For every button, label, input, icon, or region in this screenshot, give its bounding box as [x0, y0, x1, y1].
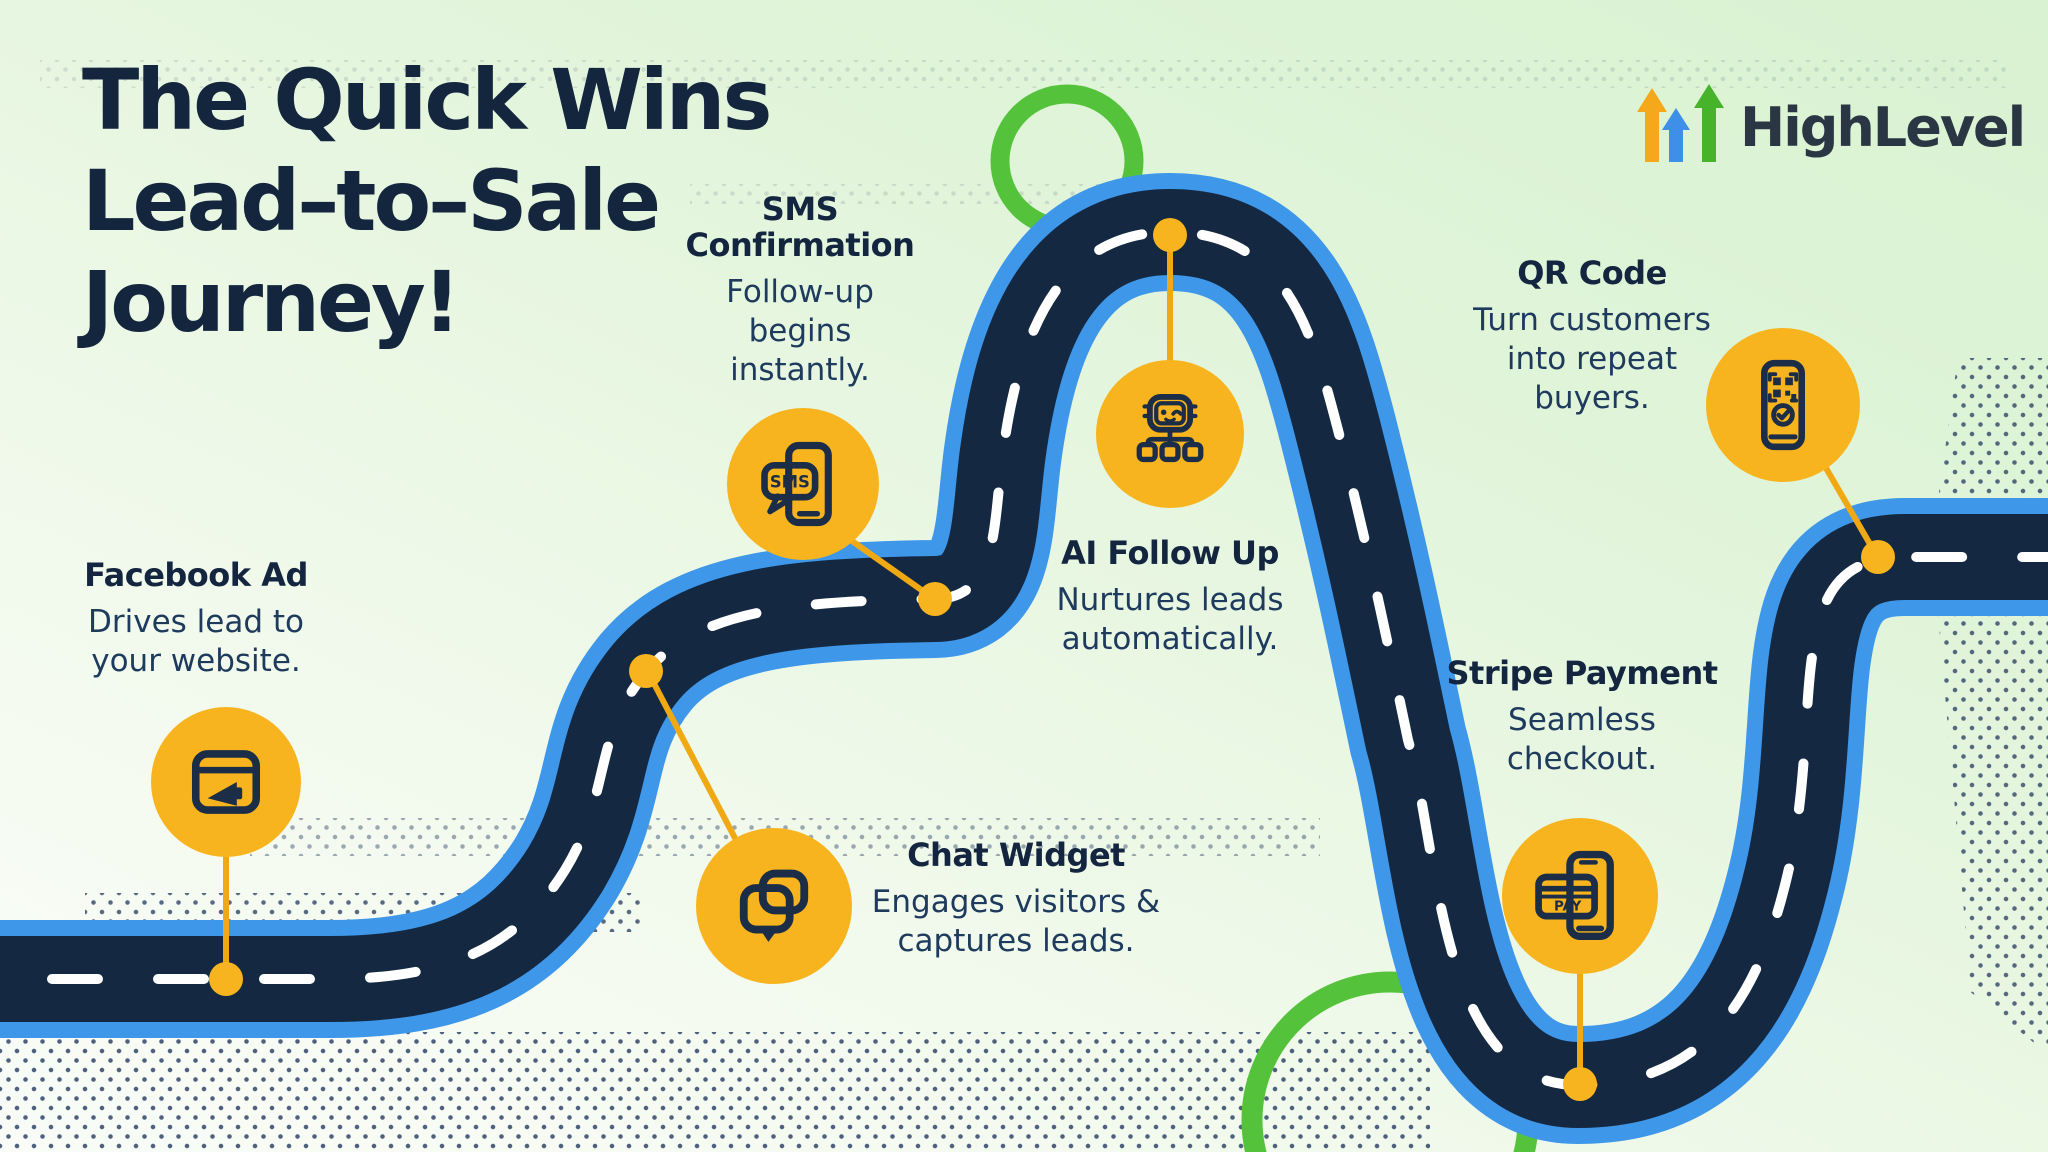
logo-brand-text: HighLevel [1740, 96, 2026, 159]
highlevel-logo: HighLevel [1636, 82, 2026, 162]
halftone-strip-sms [690, 184, 1190, 204]
milestone-dot-qr-code [1861, 540, 1895, 574]
facebook-ad-icon-circle [151, 707, 301, 857]
pay-icon-label: PAY [1554, 900, 1582, 915]
halftone-strip-top [40, 60, 2010, 88]
milestone-sms-confirmation-title: SMS Confirmation [685, 190, 915, 264]
stripe-payment-icon-circle: PAY [1502, 818, 1658, 974]
connector-sms-confirmation [849, 538, 933, 599]
qr-code-icon-circle [1706, 328, 1860, 482]
halftone-patch-bottom-left [0, 1032, 1430, 1152]
page-title-line-2: Lead–to–Sale [82, 151, 661, 250]
phone-card-icon: PAY [1535, 850, 1614, 940]
robot-flowchart-icon [1136, 393, 1204, 463]
milestone-chat-widget-title: Chat Widget [907, 836, 1125, 874]
ai-follow-up-icon-circle [1096, 360, 1244, 508]
milestone-ai-follow-up: AI Follow Up Nurtures leads automaticall… [1005, 534, 1335, 659]
milestone-qr-code-body: Turn customers into repeat buyers. [1473, 301, 1711, 416]
milestone-chat-widget-body: Engages visitors & captures leads. [871, 883, 1161, 959]
milestone-dot-facebook-ad [209, 962, 243, 996]
page-title-line-1: The Quick Wins [82, 51, 772, 149]
connector-chat-widget [646, 671, 739, 843]
milestone-facebook-ad: Facebook Ad Drives lead to your website. [56, 556, 336, 681]
milestone-qr-code: QR Code Turn customers into repeat buyer… [1432, 254, 1752, 418]
highlevel-arrows-icon [1637, 84, 1724, 162]
connector-qr-code [1823, 465, 1877, 554]
sms-icon-circle: SMS [727, 408, 879, 560]
halftone-patch-right-top [1938, 358, 2048, 500]
page-title: The Quick Wins Lead–to–Sale Journey! [82, 50, 772, 352]
milestone-qr-code-title: QR Code [1517, 254, 1667, 292]
milestone-facebook-ad-body: Drives lead to your website. [88, 603, 304, 679]
phone-qr-icon [1761, 359, 1805, 451]
milestone-dot-chat-widget [629, 654, 663, 688]
milestone-sms-confirmation: SMS Confirmation Follow-up begins instan… [660, 190, 940, 390]
milestone-dot-sms-confirmation [918, 582, 952, 616]
phone-sms-icon: SMS [761, 441, 832, 527]
sms-icon-label: SMS [770, 472, 810, 491]
milestone-stripe-payment-body: Seamless checkout. [1506, 701, 1658, 777]
milestone-stripe-payment: Stripe Payment Seamless checkout. [1417, 654, 1747, 779]
milestone-sms-confirmation-body: Follow-up begins instantly. [726, 273, 874, 388]
milestone-chat-widget: Chat Widget Engages visitors & captures … [836, 836, 1196, 961]
milestone-dots [209, 218, 1895, 1101]
connectors [223, 237, 1877, 1082]
milestone-facebook-ad-title: Facebook Ad [84, 556, 308, 594]
browser-megaphone-icon [191, 750, 261, 814]
page-title-line-3: Journey! [82, 252, 461, 351]
milestone-stripe-payment-title: Stripe Payment [1446, 654, 1718, 692]
milestone-ai-follow-up-body: Nurtures leads automatically. [1056, 581, 1284, 657]
chat-widget-icon-circle [696, 828, 852, 984]
chat-bubbles-icon [739, 869, 809, 942]
milestone-ai-follow-up-title: AI Follow Up [1061, 534, 1279, 572]
milestone-dot-ai-follow-up [1153, 218, 1187, 252]
milestone-dot-stripe-payment [1563, 1067, 1597, 1101]
